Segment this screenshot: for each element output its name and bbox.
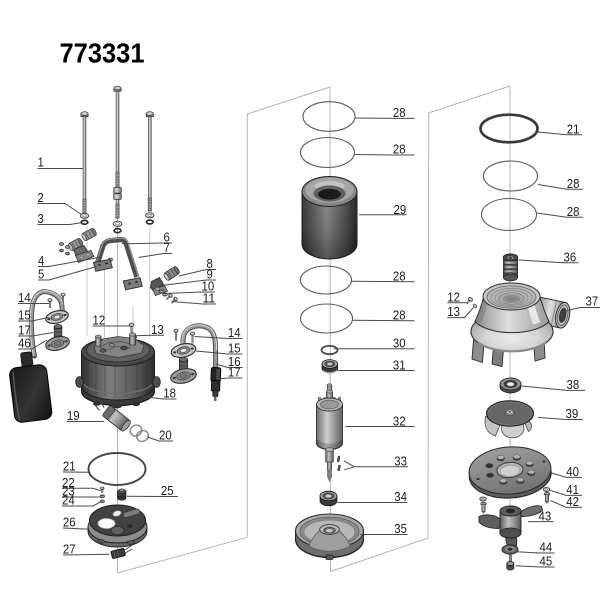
- svg-text:37: 37: [586, 294, 599, 309]
- svg-text:2: 2: [38, 190, 44, 205]
- svg-text:4: 4: [38, 253, 44, 268]
- svg-text:12: 12: [447, 289, 460, 304]
- svg-text:34: 34: [394, 489, 407, 504]
- svg-text:45: 45: [540, 554, 553, 569]
- svg-text:30: 30: [393, 336, 406, 351]
- svg-text:20: 20: [159, 428, 172, 443]
- svg-text:44: 44: [540, 540, 553, 555]
- svg-text:39: 39: [566, 406, 579, 421]
- svg-text:5: 5: [38, 267, 44, 282]
- svg-text:28: 28: [393, 105, 406, 120]
- svg-text:25: 25: [161, 483, 174, 498]
- svg-text:21: 21: [567, 122, 580, 137]
- svg-text:6: 6: [164, 230, 170, 245]
- svg-text:31: 31: [393, 358, 406, 373]
- svg-text:35: 35: [394, 521, 407, 536]
- svg-text:1: 1: [38, 155, 44, 170]
- svg-text:41: 41: [566, 482, 579, 497]
- svg-text:33: 33: [394, 454, 407, 469]
- svg-text:16: 16: [228, 354, 241, 369]
- svg-text:28: 28: [393, 269, 406, 284]
- svg-text:43: 43: [539, 509, 552, 524]
- svg-text:22: 22: [62, 475, 75, 490]
- svg-text:24: 24: [62, 493, 75, 508]
- svg-text:11: 11: [203, 291, 216, 306]
- svg-text:8: 8: [207, 256, 213, 271]
- svg-text:26: 26: [63, 515, 76, 530]
- svg-text:18: 18: [163, 386, 176, 401]
- svg-text:28: 28: [567, 204, 580, 219]
- svg-text:17: 17: [228, 365, 241, 380]
- svg-text:7: 7: [164, 240, 170, 255]
- svg-text:14: 14: [228, 325, 241, 340]
- svg-text:28: 28: [393, 308, 406, 323]
- svg-text:9: 9: [207, 267, 213, 282]
- svg-text:19: 19: [67, 408, 80, 423]
- svg-text:32: 32: [393, 414, 406, 429]
- svg-text:773331: 773331: [60, 38, 145, 69]
- svg-text:28: 28: [567, 176, 580, 191]
- svg-text:10: 10: [202, 279, 215, 294]
- svg-text:38: 38: [567, 377, 580, 392]
- svg-text:40: 40: [566, 464, 579, 479]
- svg-text:13: 13: [151, 322, 164, 337]
- svg-text:27: 27: [63, 542, 76, 557]
- svg-text:12: 12: [93, 313, 106, 328]
- svg-text:36: 36: [564, 250, 577, 265]
- svg-text:42: 42: [566, 494, 579, 509]
- svg-text:21: 21: [63, 459, 76, 474]
- svg-text:28: 28: [393, 142, 406, 157]
- svg-text:29: 29: [394, 202, 407, 217]
- svg-text:15: 15: [18, 308, 31, 323]
- svg-text:14: 14: [18, 290, 31, 305]
- svg-text:46: 46: [18, 336, 31, 351]
- svg-text:13: 13: [447, 304, 460, 319]
- svg-text:3: 3: [38, 211, 44, 226]
- svg-text:23: 23: [62, 484, 75, 499]
- svg-text:15: 15: [228, 341, 241, 356]
- svg-text:17: 17: [18, 323, 31, 338]
